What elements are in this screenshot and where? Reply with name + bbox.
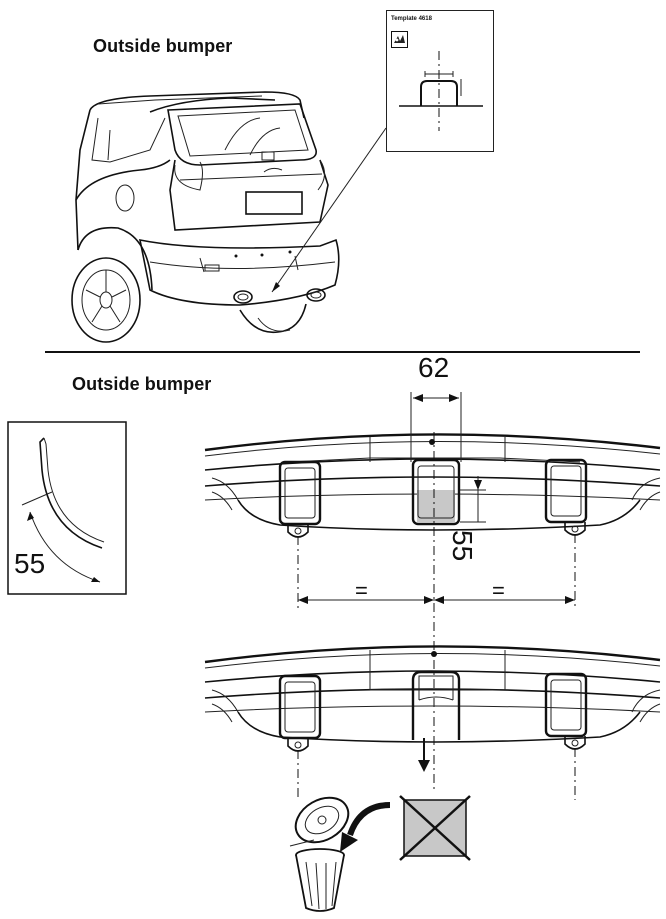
cutout-area	[417, 490, 455, 522]
no-reuse-icon	[399, 795, 471, 861]
angle-detail-label: 55	[14, 548, 46, 579]
centerlines	[297, 432, 576, 790]
depth-dimension	[460, 476, 486, 523]
top-title: Outside bumper	[93, 36, 233, 56]
template-icon	[391, 31, 408, 48]
equal-spacing-right: =	[492, 578, 505, 603]
depth-dimension-label: 55	[447, 530, 478, 562]
trash-bin-icon	[289, 796, 391, 912]
width-dimension-label: 62	[418, 352, 450, 383]
bumper-lower-view	[204, 645, 661, 800]
template-card: Template 4618	[386, 10, 494, 152]
equal-spacing-left: =	[355, 578, 368, 603]
angle-detail-box	[7, 421, 127, 595]
car-rear-illustration	[71, 91, 387, 343]
template-card-label: Template 4618	[391, 16, 432, 22]
template-sketch	[399, 51, 483, 131]
bumper-upper-view	[204, 433, 661, 538]
down-arrow-icon	[418, 738, 430, 772]
middle-title: Outside bumper	[72, 374, 212, 394]
width-dimension	[410, 392, 462, 462]
